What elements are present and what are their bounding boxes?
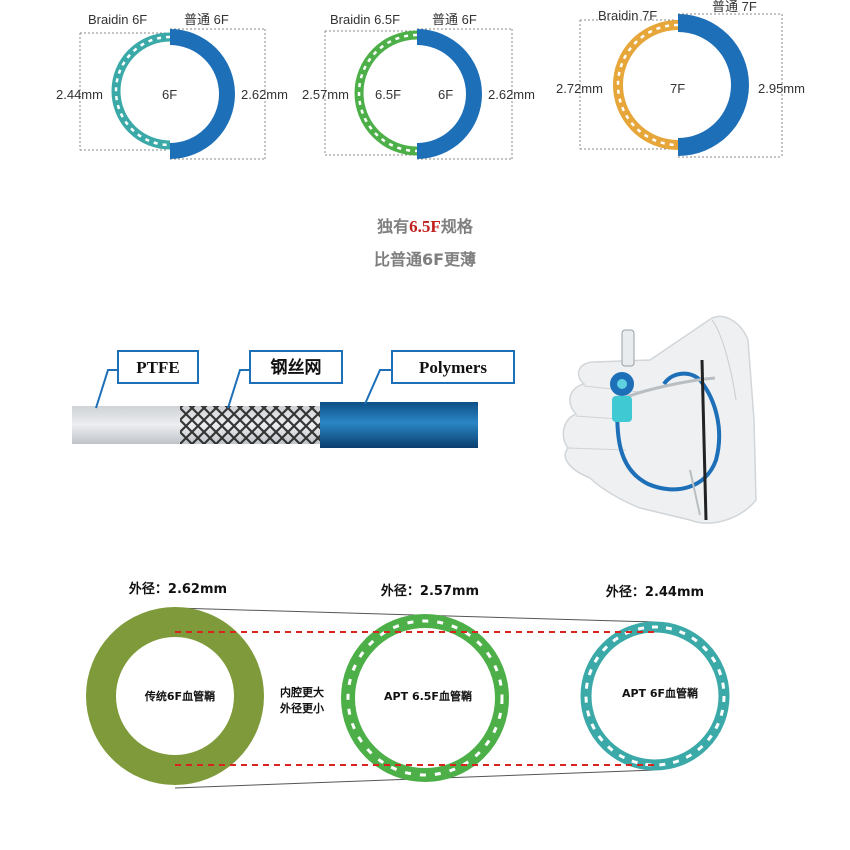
layered-tube — [72, 402, 478, 448]
ring-label-traditional: 传统6F血管鞘 — [144, 689, 215, 703]
middle-note-line2: 外径更小 — [279, 701, 324, 715]
right-dimension: 2.95mm — [758, 81, 805, 96]
tagline-highlight: 6.5F — [409, 217, 441, 236]
steel-mesh-segment — [180, 406, 322, 444]
ptfe-label: PTFE — [136, 358, 179, 377]
inner-size-label: 6F — [162, 87, 177, 102]
size-compare-3: Braidin 7F 普通 7F 2.72mm 2.95mm 7F — [556, 0, 805, 158]
normal-half-ring — [678, 14, 749, 156]
hand-holding-sheath-icon — [562, 315, 757, 524]
normal-label: 普通 7F — [712, 0, 757, 14]
size-compare-2: Braidin 6.5F 普通 6F 2.57mm 2.62mm 6.5F 6F — [302, 12, 535, 160]
left-dimension: 2.72mm — [556, 81, 603, 96]
polymers-callout — [391, 350, 515, 384]
od-label-apt-6: 外径：2.44mm — [605, 584, 704, 600]
polymers-label: Polymers — [419, 358, 487, 377]
right-dimension: 2.62mm — [488, 87, 535, 102]
normal-half-ring — [417, 29, 482, 159]
normal-label: 普通 6F — [184, 12, 229, 27]
od-label-apt-65: 外径：2.57mm — [380, 583, 479, 599]
right-dimension: 2.62mm — [241, 87, 288, 102]
braid-label: Braidin 6F — [88, 12, 147, 27]
mesh-label: 钢丝网 — [271, 357, 322, 377]
tagline-prefix: 独有 — [377, 217, 409, 236]
normal-half-ring — [170, 29, 235, 159]
inner-size-label-right: 6F — [438, 87, 453, 102]
traditional-6f-ring — [86, 607, 264, 785]
ring-label-apt-65: APT 6.5F血管鞘 — [384, 689, 472, 703]
inner-size-label-left: 6.5F — [375, 87, 401, 102]
braided-half-ring — [613, 20, 679, 150]
mesh-callout — [249, 350, 343, 384]
middle-note-line1: 内腔更大 — [280, 685, 324, 699]
normal-label: 普通 6F — [432, 12, 477, 27]
left-dimension: 2.44mm — [56, 87, 103, 102]
ptfe-callout — [117, 350, 199, 384]
size-compare-1: Braidin 6F 普通 6F 2.44mm 2.62mm 6F — [56, 12, 288, 160]
tagline-suffix: 规格 — [441, 217, 474, 236]
od-label-traditional: 外径：2.62mm — [128, 581, 227, 597]
ring-label-apt-6: APT 6F血管鞘 — [622, 686, 698, 700]
left-dimension: 2.57mm — [302, 87, 349, 102]
ptfe-segment — [72, 406, 184, 444]
braid-label: Braidin 6.5F — [330, 12, 400, 27]
braid-label: Braidin 7F — [598, 8, 657, 23]
polymer-segment — [320, 402, 478, 448]
tagline-line2: 比普通6F更薄 — [374, 250, 476, 269]
tagline-line1: 独有6.5F规格 — [377, 217, 474, 236]
inner-size-label: 7F — [670, 81, 685, 96]
